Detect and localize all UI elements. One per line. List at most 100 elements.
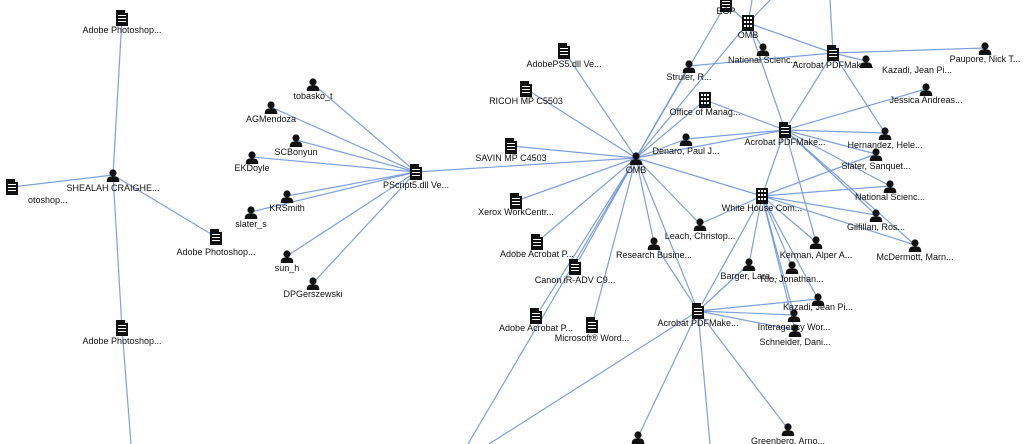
edge-n2-n5 bbox=[112, 174, 123, 329]
graph-node-person[interactable]: Kerman, Alper A... bbox=[780, 236, 853, 260]
node-label: Adobe Photoshop... bbox=[176, 247, 255, 257]
graph-node-document[interactable]: Adobe Photoshop... bbox=[82, 10, 162, 35]
graph-node-document[interactable]: AdobePS5.dll Ve... bbox=[526, 43, 602, 69]
graph-node-person[interactable]: EKDoyle bbox=[234, 151, 270, 173]
graph-node-person[interactable]: Kazadi, Jean Pi... bbox=[859, 55, 952, 75]
node-label: tobasko_t bbox=[293, 91, 333, 101]
edge-n33-n31 bbox=[784, 88, 927, 131]
graph-node-document[interactable]: Adobe Acrobat P... bbox=[500, 234, 574, 259]
graph-node-document[interactable]: Canon iR-ADV C9... bbox=[535, 259, 616, 285]
document-icon bbox=[6, 179, 18, 195]
edge-n18-n34 bbox=[635, 138, 687, 159]
graph-node-person[interactable]: Barger, Lara... bbox=[720, 258, 778, 281]
graph-node-person[interactable]: Paupore, Nick T... bbox=[950, 42, 1021, 64]
graph-node-person[interactable]: KRSmith bbox=[269, 190, 305, 213]
graph-node-person[interactable]: Rio, Jonathan... bbox=[760, 261, 824, 284]
edge-n17-n18 bbox=[510, 145, 637, 159]
graph-node-document[interactable]: SAVIN MP C4503 bbox=[475, 138, 547, 163]
graph-node-person[interactable]: Schneider, Dani... bbox=[759, 324, 831, 347]
edge-n28-n35 bbox=[832, 52, 886, 134]
edge-n18-n47 bbox=[635, 157, 699, 312]
offscreen-edge bbox=[467, 157, 637, 444]
edge-n2-n3 bbox=[11, 174, 114, 188]
edge-n37-n46 bbox=[761, 195, 819, 300]
node-label: Xerox WorkCentr... bbox=[478, 207, 554, 217]
person-icon bbox=[306, 78, 320, 91]
edge-n15-n18 bbox=[563, 50, 637, 159]
document-icon bbox=[531, 234, 543, 250]
node-label: OMB bbox=[626, 165, 647, 175]
building-icon bbox=[742, 15, 754, 31]
edge-n10-n18 bbox=[415, 157, 637, 173]
graph-node-person[interactable]: AGMendoza bbox=[246, 101, 296, 124]
edge-n7-n10 bbox=[270, 106, 417, 173]
edge-n47-n49 bbox=[697, 310, 796, 331]
graph-node-document[interactable]: Microsoft® Word... bbox=[555, 317, 629, 343]
node-label: OMB bbox=[738, 30, 759, 40]
graph-node-person[interactable]: Hernandez, Hele... bbox=[847, 127, 923, 150]
edge-n47-n51 bbox=[637, 310, 699, 438]
graph-node-document[interactable]: PScript5.dll Ve... bbox=[383, 164, 449, 190]
node-label: Paupore, Nick T... bbox=[950, 54, 1021, 64]
edge-n23-n18 bbox=[591, 157, 637, 326]
graph-node-person[interactable]: OMB bbox=[626, 152, 647, 175]
node-label: Slater, Sanquet... bbox=[841, 161, 910, 171]
graph-node-person[interactable]: SHEALAH CRAIGHE... bbox=[66, 169, 160, 193]
graph-node-person[interactable]: Kazadi, Jean Pi... bbox=[783, 293, 853, 312]
graph-node-person[interactable]: slater_s bbox=[235, 206, 267, 229]
graph-node-document[interactable]: EOP bbox=[716, 0, 736, 16]
graph-node-person[interactable]: National Scienc... bbox=[855, 180, 925, 202]
graph-node-document[interactable]: Xerox WorkCentr... bbox=[478, 193, 554, 217]
node-label: Kazadi, Jean Pi... bbox=[882, 65, 952, 75]
graph-node-person[interactable]: Research Busine... bbox=[616, 237, 692, 260]
graph-node-document[interactable]: Adobe Acrobat P... bbox=[499, 308, 573, 333]
graph-node-person[interactable] bbox=[631, 431, 645, 444]
document-icon bbox=[779, 122, 791, 138]
document-icon bbox=[530, 308, 542, 324]
edge-n9-n10 bbox=[251, 156, 417, 173]
graph-node-person[interactable]: tobasko_t bbox=[293, 78, 333, 101]
node-label: Adobe Acrobat P... bbox=[500, 249, 574, 259]
edge-n37-n39 bbox=[761, 195, 877, 216]
node-label: National Scienc... bbox=[855, 192, 925, 202]
node-label: PScript5.dll Ve... bbox=[383, 180, 449, 190]
graph-node-document[interactable]: Adobe Photoshop... bbox=[176, 229, 256, 257]
node-label: Gilfillan, Ros... bbox=[847, 222, 905, 232]
graph-node-document[interactable]: RICOH MP C5503 bbox=[489, 81, 563, 106]
node-label: Canon iR-ADV C9... bbox=[535, 275, 616, 285]
graph-node-document[interactable]: Acrobat PDFMake... bbox=[657, 303, 739, 328]
edge-n33-n40 bbox=[784, 129, 916, 246]
graph-node-document[interactable]: Adobe Photoshop... bbox=[82, 320, 162, 346]
edge-n12-n10 bbox=[250, 171, 417, 213]
graph-node-person[interactable]: Greenberg, Arno... bbox=[751, 423, 825, 444]
node-label: National Scienc... bbox=[728, 55, 798, 65]
graph-node-person[interactable]: Gilfillan, Ros... bbox=[847, 209, 905, 232]
edge-n20-n18 bbox=[536, 157, 637, 243]
node-label: AdobePS5.dll Ve... bbox=[526, 59, 601, 69]
node-label: Research Busine... bbox=[616, 250, 692, 260]
edge-n18-n42 bbox=[635, 157, 655, 244]
edge-n18-n41 bbox=[635, 157, 701, 225]
graph-node-person[interactable]: Struler, R... bbox=[666, 60, 712, 82]
graph-node-building[interactable]: OMB bbox=[738, 15, 759, 40]
graph-node-document[interactable]: Acrobat PDFMake... bbox=[744, 122, 826, 147]
graph-node-person[interactable]: Jessica Andreas... bbox=[889, 83, 963, 105]
graph-node-person[interactable]: Denaro, Paul J... bbox=[652, 133, 720, 156]
graph-node-person[interactable]: McDermott, Marn... bbox=[876, 239, 954, 262]
edge-n33-n37 bbox=[761, 129, 786, 197]
graph-node-person[interactable]: National Scienc... bbox=[728, 43, 798, 65]
graph-node-person[interactable]: Slater, Sanquet... bbox=[841, 148, 911, 171]
graph-node-building[interactable]: White House Com... bbox=[722, 188, 803, 213]
graph-node-building[interactable]: Office of Manag... bbox=[670, 92, 741, 117]
graph-node-person[interactable]: sun_h bbox=[275, 250, 300, 273]
graph-node-document[interactable]: Acrobat PDFMake... bbox=[792, 45, 874, 70]
edge-n37-n47 bbox=[697, 195, 763, 312]
edge-n25-n33 bbox=[747, 22, 786, 131]
graph-node-document[interactable]: otoshop... bbox=[6, 179, 68, 205]
graph-node-person[interactable]: Leach, Christop... bbox=[665, 218, 736, 241]
graph-node-person[interactable]: DPGerszewski bbox=[283, 277, 343, 299]
edge-n37-n45 bbox=[761, 195, 793, 268]
node-label: Office of Manag... bbox=[670, 107, 741, 117]
graph-node-person[interactable]: SCBonyun bbox=[274, 134, 318, 157]
